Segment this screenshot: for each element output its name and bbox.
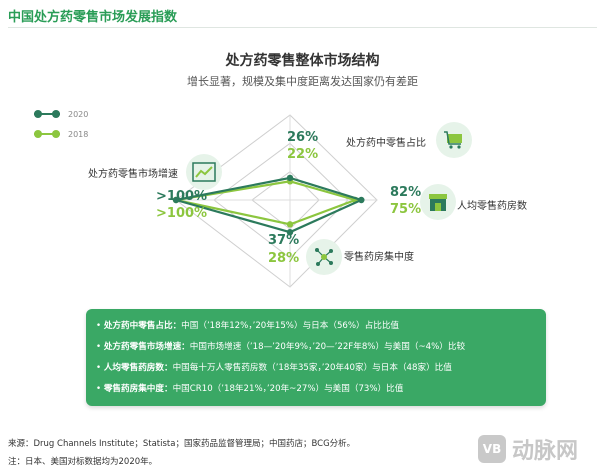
axis-label-bottom: 零售药房集中度 — [344, 252, 414, 263]
value-label-2018-left: >100% — [156, 206, 208, 221]
value-label-2018-right: 75% — [390, 202, 422, 217]
radar-point-2020-top — [286, 174, 294, 182]
chart-title: 处方药零售整体市场结构 — [225, 53, 380, 69]
radar-series — [172, 174, 365, 236]
store-icon — [420, 184, 456, 220]
chart-legend: 2020 2018 — [34, 104, 88, 144]
note-text: 中国市场增速（’18—’20年9%，’20—’22F年8%）与美国（~4%）比较 — [189, 342, 466, 352]
radar-point-2018-bottom — [286, 221, 294, 228]
chart-subtitle: 增长显著，规模及集中度距离发达国家仍有差距 — [187, 75, 418, 88]
note-item: • 处方药中零售占比：中国（’18年12%，’20年15%）与日本（56%）占比… — [96, 321, 400, 331]
note-text: 中国CR10（’18年21%，’20年~27%）与美国（73%）比值 — [172, 384, 404, 394]
trend-chart-icon — [186, 154, 222, 190]
radar-point-2020-left — [172, 196, 180, 204]
value-label-2020-right: 82% — [390, 185, 422, 200]
title-divider — [8, 27, 597, 28]
value-label-2018-top: 22% — [287, 147, 319, 162]
legend-label-2018: 2018 — [68, 129, 89, 139]
network-icon — [306, 239, 342, 275]
footer-source: 来源：Drug Channels Institute；Statista；国家药品… — [8, 439, 356, 449]
cart-icon — [436, 122, 472, 158]
legend-label-2020: 2020 — [68, 109, 89, 119]
watermark: VB 动脉网 — [478, 433, 578, 465]
notes-panel: • 处方药中零售占比：中国（’18年12%，’20年15%）与日本（56%）占比… — [86, 309, 546, 406]
axis-label-top: 处方药中零售占比 — [346, 138, 426, 149]
legend-item-2020: 2020 — [34, 104, 88, 124]
watermark-text: 动脉网 — [512, 439, 579, 464]
axis-label-left: 处方药零售市场增速 — [88, 169, 178, 180]
page-title: 中国处方药零售市场发展指数 — [8, 10, 178, 25]
value-label-2020-left: >100% — [156, 189, 208, 204]
note-text: 中国每十万人零售药房数（’18年35家，’20年40家）与日本（48家）比值 — [172, 363, 452, 373]
legend-swatch-2018 — [34, 130, 60, 138]
axis-label-right: 人均零售药房数 — [457, 201, 527, 212]
radar-chart — [172, 114, 378, 288]
value-label-2018-bottom: 28% — [268, 251, 300, 266]
note-label: 零售药房集中度： — [103, 384, 173, 394]
legend-item-2018: 2018 — [34, 124, 88, 144]
value-label-2020-bottom: 37% — [268, 233, 300, 248]
note-label: 人均零售药房数： — [103, 363, 173, 373]
note-label: 处方药中零售占比： — [103, 321, 182, 331]
value-label-2020-top: 26% — [287, 130, 319, 145]
note-text: 中国（’18年12%，’20年15%）与日本（56%）占比比值 — [181, 321, 400, 331]
watermark-logo: VB — [478, 435, 506, 463]
radar-point-2020-bottom — [286, 228, 294, 236]
note-label: 处方药零售市场增速： — [103, 342, 190, 352]
radar-point-2020-right — [358, 196, 365, 204]
legend-swatch-2020 — [34, 110, 60, 118]
note-item: • 零售药房集中度：中国CR10（’18年21%，’20年~27%）与美国（73… — [96, 384, 404, 394]
footer-note: 注：日本、美国对标数据均为2020年。 — [8, 457, 158, 467]
note-item: • 处方药零售市场增速：中国市场增速（’18—’20年9%，’20—’22F年8… — [96, 342, 466, 352]
note-item: • 人均零售药房数：中国每十万人零售药房数（’18年35家，’20年40家）与日… — [96, 363, 452, 373]
